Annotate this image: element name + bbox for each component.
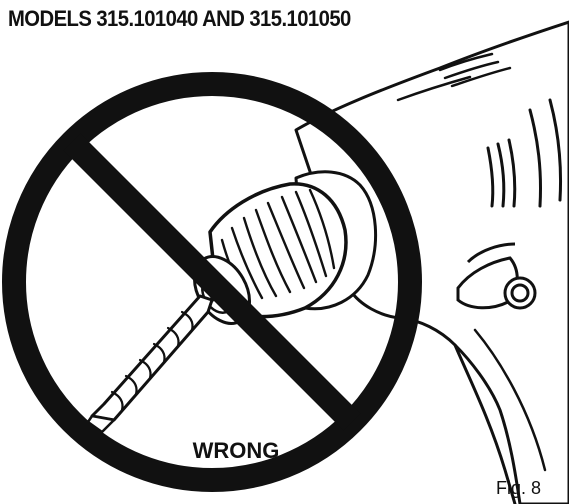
drill-bit [86, 294, 214, 434]
drill-chuck [193, 170, 378, 325]
figure-label: Fig. 8 [496, 478, 542, 498]
drill-vents [486, 98, 563, 208]
page-title: MODELS 315.101040 AND 315.101050 [8, 6, 351, 31]
drill-top-ridge [396, 52, 512, 102]
prohibited-sign-icon [2, 72, 422, 492]
drill-trigger [456, 242, 537, 310]
warning-label: WRONG [193, 438, 280, 463]
